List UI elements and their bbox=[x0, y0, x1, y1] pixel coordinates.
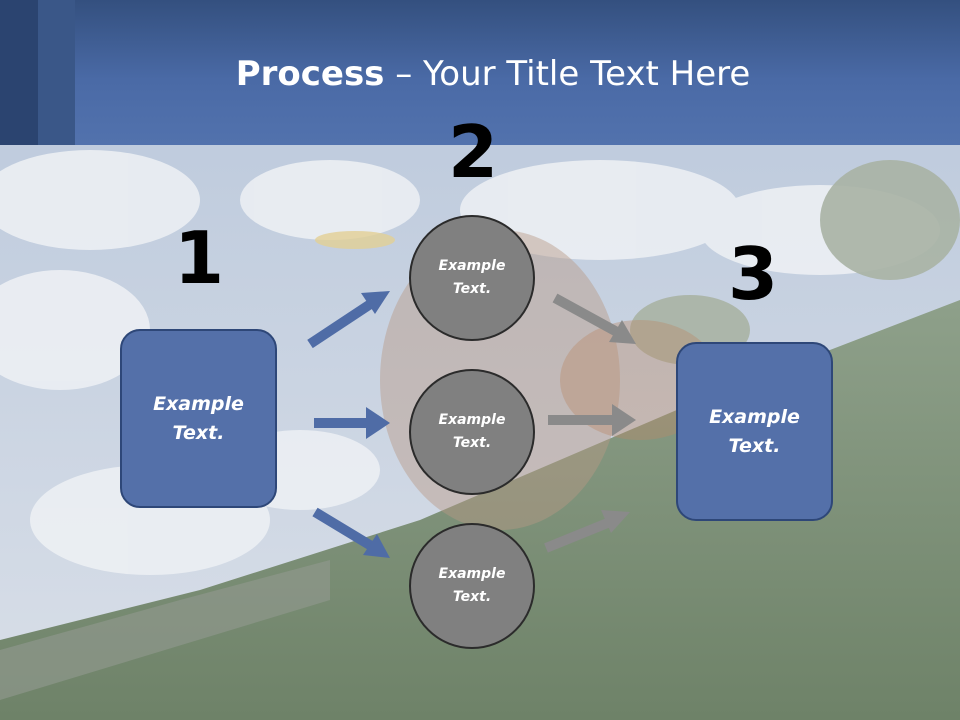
step-number-2: 2 bbox=[447, 110, 499, 194]
step-number-3: 3 bbox=[727, 232, 779, 316]
process-box-right[interactable]: Example Text. bbox=[676, 342, 833, 521]
process-circle-top[interactable]: Example Text. bbox=[409, 215, 535, 341]
process-circle-middle[interactable]: Example Text. bbox=[409, 369, 535, 495]
title-rest: – Your Title Text Here bbox=[384, 54, 751, 94]
process-box-left[interactable]: Example Text. bbox=[120, 329, 277, 508]
process-circle-bottom-label: Example Text. bbox=[438, 566, 506, 605]
process-circle-bottom[interactable]: Example Text. bbox=[409, 523, 535, 649]
step-number-1: 1 bbox=[173, 216, 225, 300]
process-box-left-label: Example Text. bbox=[153, 392, 244, 444]
blue-arrow-down bbox=[312, 507, 390, 558]
slide-title: Process – Your Title Text Here bbox=[0, 52, 960, 96]
gray-arrow-down bbox=[552, 293, 636, 344]
process-circle-top-label: Example Text. bbox=[438, 258, 506, 297]
header-band bbox=[0, 0, 960, 145]
gray-arrow-right bbox=[548, 404, 636, 436]
title-bold: Process bbox=[235, 54, 385, 94]
blue-arrow-right bbox=[314, 407, 390, 439]
gray-arrow-up bbox=[544, 510, 630, 553]
process-circle-middle-label: Example Text. bbox=[438, 412, 506, 451]
header-stripe bbox=[38, 0, 75, 145]
header-stripe bbox=[0, 0, 38, 145]
process-box-right-label: Example Text. bbox=[709, 405, 800, 457]
blue-arrow-up bbox=[307, 291, 390, 349]
